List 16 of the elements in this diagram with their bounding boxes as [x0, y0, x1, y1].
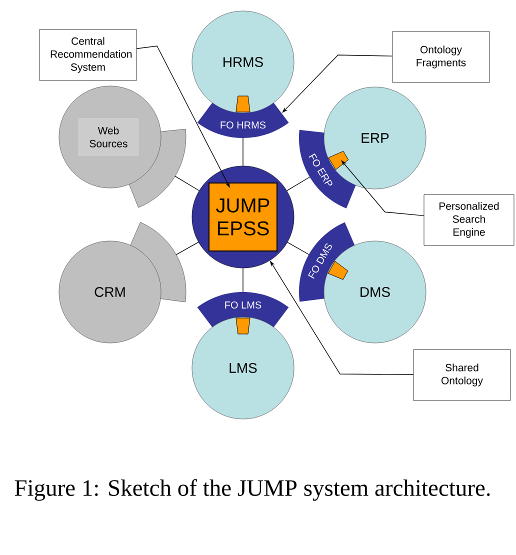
callout-box: Central Recommendation System	[39, 29, 137, 81]
callout-box: Personalized Search Engine	[424, 194, 514, 246]
ontology-band: FO LMS	[197, 292, 289, 328]
connector-line	[242, 268, 244, 292]
connector-line	[176, 242, 199, 256]
ontology-band: FO HRMS	[197, 102, 289, 138]
core-box: JUMP EPSS	[208, 182, 278, 252]
connector-line	[286, 176, 310, 192]
leader-line	[282, 54, 393, 113]
ontology-band: FO DMS	[299, 222, 355, 302]
callout-box: Shared Ontology	[413, 349, 511, 401]
connector-line	[287, 242, 310, 255]
caption: Figure 1: Sketch of the JUMP system architecture.	[14, 479, 490, 501]
connector-line	[242, 138, 244, 166]
callout-box: Ontology Fragments	[392, 31, 490, 83]
connector-line	[174, 176, 200, 191]
